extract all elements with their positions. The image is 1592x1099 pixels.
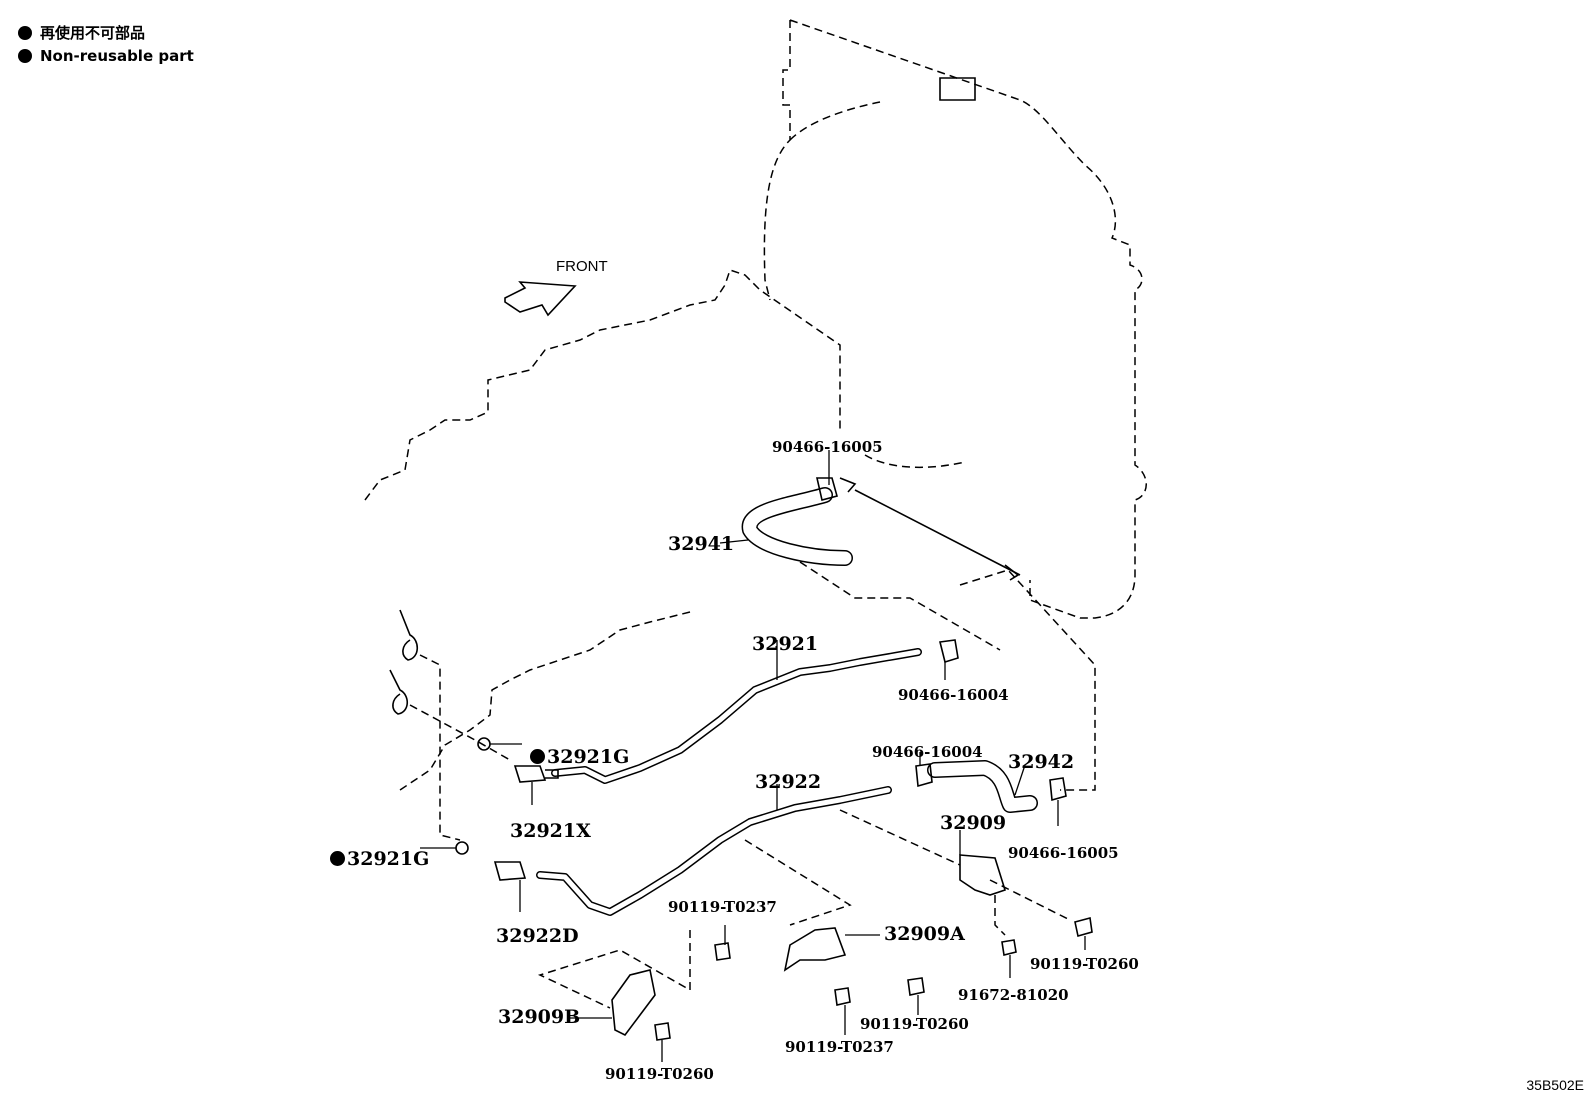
dash-left-1 [419,654,461,841]
bolt-T0260-a [907,977,925,996]
clamp-16004-a [939,639,959,664]
part-label-32921G: 32921G [530,748,629,767]
part-label-90119-T0260: 90119-T0260 [1030,955,1139,973]
dash-left-2 [409,704,511,761]
clamp-16004-b [915,763,933,788]
part-label-90466-16005: 90466-16005 [772,438,883,456]
hose-32941-leader [719,539,749,544]
part-label-32921G-text: 32921G [547,746,630,768]
part-label-32921: 32921 [752,633,819,655]
engine-lower-outline [399,611,691,791]
left-fitting-top [399,609,419,661]
part-label-32941: 32941 [668,533,735,555]
dash-connector-2 [959,569,1096,791]
left-fitting-bottom [389,669,409,715]
clamp-16005-top [815,477,838,501]
part-label-32922: 32922 [755,771,822,793]
part-label-90466-16004: 90466-16004 [872,743,983,761]
dash-32909 [839,809,1071,936]
radiator-outline [763,19,1147,619]
part-label-32921G-text: 32921G [347,848,430,870]
front-label: FRONT [556,258,608,275]
part-label-90119-T0237: 90119-T0237 [668,898,777,916]
part-label-32909A: 32909A [884,923,965,945]
part-label-90119-T0237: 90119-T0237 [785,1038,894,1056]
legend-row-en: Non-reusable part [18,47,194,65]
radiator-lower-tank [864,454,966,469]
bracket-32909 [959,854,1006,896]
bolt-T0260-b [654,1022,671,1041]
pipe-32922-inner [537,787,891,915]
radiator-cap [939,77,976,101]
fitting-32922D [493,861,527,881]
part-label-32921G: 32921G [330,850,429,869]
pipe-32922 [536,786,892,916]
bolt-32909-right [1074,916,1093,938]
part-label-32909B: 32909B [498,1006,581,1028]
fitting-32921X [513,765,559,783]
part-label-32942: 32942 [1008,751,1075,773]
bolt-T0237-a [714,942,731,961]
part-label-90119-T0260: 90119-T0260 [860,1015,969,1033]
part-label-32909: 32909 [940,812,1007,834]
dash-connector-1 [799,561,1001,651]
part-label-90119-T0260: 90119-T0260 [605,1065,714,1083]
non-reusable-dot-icon [18,49,32,63]
part-label-32922D: 32922D [496,925,579,947]
non-reusable-dot-icon [18,25,32,40]
bracket-32909B [611,969,656,1037]
bolt-T0237-b [834,987,851,1006]
radiator-to-clamp [854,489,1021,576]
dash-32909A [537,839,852,1009]
front-arrow-icon [504,281,577,317]
part-label-90466-16004: 90466-16004 [898,686,1009,704]
part-label-32921X: 32921X [510,820,591,842]
non-reusable-dot-icon [530,749,545,764]
clamp-16005-b [1049,777,1067,802]
legend-jp-text: 再使用不可部品 [40,24,146,42]
legend-en-text: Non-reusable part [40,47,194,65]
engine-outline [364,269,841,501]
hose-32942-leader [1014,764,1026,796]
non-reusable-dot-icon [330,851,345,866]
bolt-91672 [1001,939,1017,956]
part-label-90466-16005: 90466-16005 [1008,844,1119,862]
radiator-inner-line [789,101,881,141]
washer-32921G-b [455,841,469,855]
pipe-32921-inner [552,649,921,783]
hose-32942-inner [928,761,1037,812]
hose-32941-inner [743,488,852,565]
part-label-91672-81020: 91672-81020 [958,986,1069,1004]
diagram-code: 35B502E [1526,1077,1584,1093]
washer-32921G-a [477,737,491,751]
radiator-fitting [839,477,1020,581]
legend-row-jp: 再使用不可部品 [18,22,145,43]
bracket-32909A [783,927,847,972]
